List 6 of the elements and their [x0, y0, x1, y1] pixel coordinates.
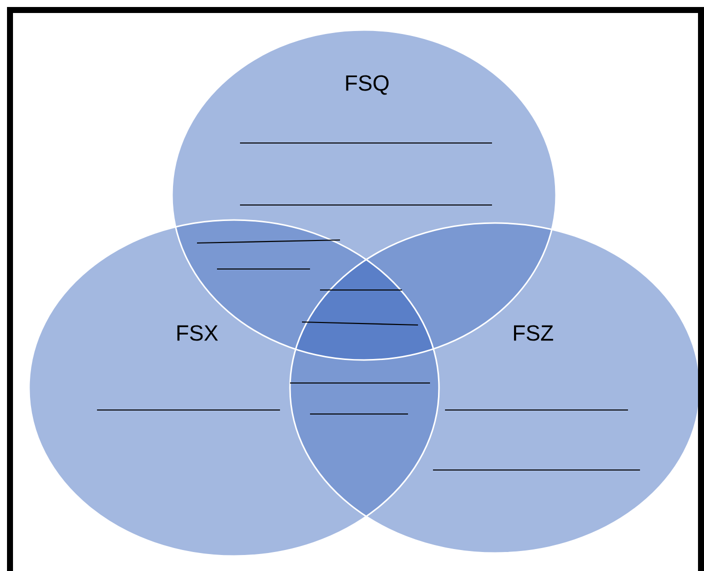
circle-label: FSX [177, 325, 218, 341]
circle-label: FSZ [514, 325, 554, 341]
circle-label: FSQ [346, 75, 389, 95]
venn-circle [28, 219, 440, 557]
venn-circle [171, 29, 557, 361]
venn-circle [289, 222, 701, 554]
